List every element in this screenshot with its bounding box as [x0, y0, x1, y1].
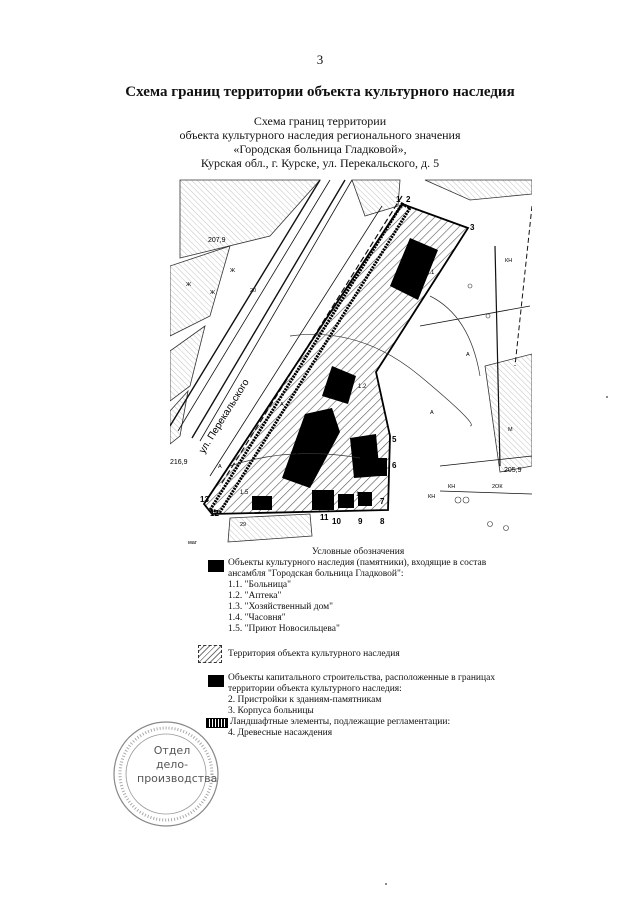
elevation-label: 207,9: [208, 237, 226, 244]
map-small-label: А: [466, 352, 470, 358]
stamp-text: Отдел дело- производства: [137, 744, 218, 785]
building-label: 1.2: [358, 384, 367, 390]
boundary-point-label: 2: [406, 195, 411, 204]
map-legend: Условные обозначения Объекты культурного…: [198, 547, 518, 739]
map-small-label: КН: [428, 494, 435, 500]
map-small-label: Ж: [186, 282, 191, 288]
legend-subitem: 1.2. "Аптека": [228, 591, 282, 601]
building-label: 1.3: [290, 452, 299, 458]
hatch-swatch-icon: [198, 645, 222, 663]
legend-title: Условные обозначения: [311, 547, 405, 557]
territory-map-svg: 1 2 3 4 5 6 7 8 9 10 11 12 13 1.1 1.2 1.…: [169, 179, 533, 546]
building-label: 1.4: [356, 492, 365, 498]
legend-subitem: 1.3. "Хозяйственный дом": [228, 602, 334, 612]
elevation-label: 216,9: [170, 459, 188, 466]
surrounding-blocks: [169, 179, 533, 543]
subtitle-line: «Городская больница Гладковой»,: [233, 142, 407, 156]
map-small-label: 29: [240, 522, 246, 528]
boundary-point-label: 7: [380, 497, 385, 506]
boundary-point-label: 13: [200, 495, 209, 504]
heritage-buildings: [252, 238, 438, 510]
legend-item-heritage-objects: Объекты культурного наследия (памятники)…: [198, 558, 518, 580]
legend-subitem: 3. Корпуса больницы: [228, 706, 314, 716]
subtitle-line: объекта культурного наследия регионально…: [179, 128, 461, 142]
tree-symbols: [454, 283, 509, 531]
map-small-label: М: [508, 427, 513, 433]
subtitle-line: Курская обл., г. Курске, ул. Перекальско…: [200, 156, 440, 170]
boundary-point-label: 11: [320, 513, 329, 522]
legend-subitem: 1.5. "Приют Новосильцева": [228, 624, 340, 634]
boundary-point-label: 6: [392, 461, 397, 470]
building-label: 1.1: [426, 270, 435, 276]
map-subtitle: Схема границ территории объекта культурн…: [0, 114, 640, 170]
map-small-label: КН: [448, 484, 455, 490]
page-number: 3: [316, 52, 324, 67]
elevation-label: 205,9: [504, 467, 522, 474]
black-swatch-icon: [208, 560, 224, 572]
building-label: 1.5: [240, 490, 249, 496]
tree-planting-strip: [207, 202, 413, 514]
stamp-seal-icon: [113, 721, 219, 827]
legend-item-landscape: Ландшафтные элементы, подлежащие регламе…: [198, 717, 518, 728]
strip-swatch-icon: [206, 718, 228, 728]
contour-lines: [229, 295, 481, 467]
boundary-point-label: 3: [470, 223, 475, 232]
legend-item-capital-objects: Объекты капитального строительства, расп…: [198, 673, 518, 695]
map-small-label: Ж: [210, 290, 215, 296]
map-small-label: маг: [188, 540, 197, 546]
boundary-point-label: 5: [392, 435, 397, 444]
legend-subitem: 4. Древесные насаждения: [228, 728, 333, 738]
map-small-label: Ж: [230, 268, 235, 274]
boundary-point-label: 4: [366, 437, 371, 446]
scan-speck: [385, 883, 387, 885]
subtitle-line: Схема границ территории: [253, 114, 387, 128]
page-title: Схема границ территории объекта культурн…: [125, 84, 515, 100]
map-small-label: А: [218, 464, 222, 470]
street-lines: [169, 179, 533, 495]
legend-subitem: 1.1. "Больница": [228, 580, 292, 590]
map-small-label: А: [430, 410, 434, 416]
legend-subitem: 2. Пристройки к зданиям-памятникам: [228, 695, 382, 705]
black-swatch-icon: [208, 675, 224, 687]
map-small-label: 20: [250, 288, 256, 294]
map-small-label: 2ОК: [492, 484, 503, 490]
boundary-point-label: 12: [210, 509, 219, 518]
legend-item-territory: Территория объекта культурного наследия: [198, 643, 518, 665]
map-small-label: КН: [505, 258, 512, 264]
territory-map: 1 2 3 4 5 6 7 8 9 10 11 12 13 1.1 1.2 1.…: [169, 176, 533, 550]
map-small-label: А: [280, 402, 284, 408]
boundary-point-label: 10: [332, 517, 341, 526]
boundary-point-label: 9: [358, 517, 363, 526]
scan-speck: [606, 396, 608, 398]
boundary-point-label: 8: [380, 517, 385, 526]
boundary-point-label: 1: [396, 195, 401, 204]
legend-subitem: 1.4. "Часовня": [228, 613, 286, 623]
